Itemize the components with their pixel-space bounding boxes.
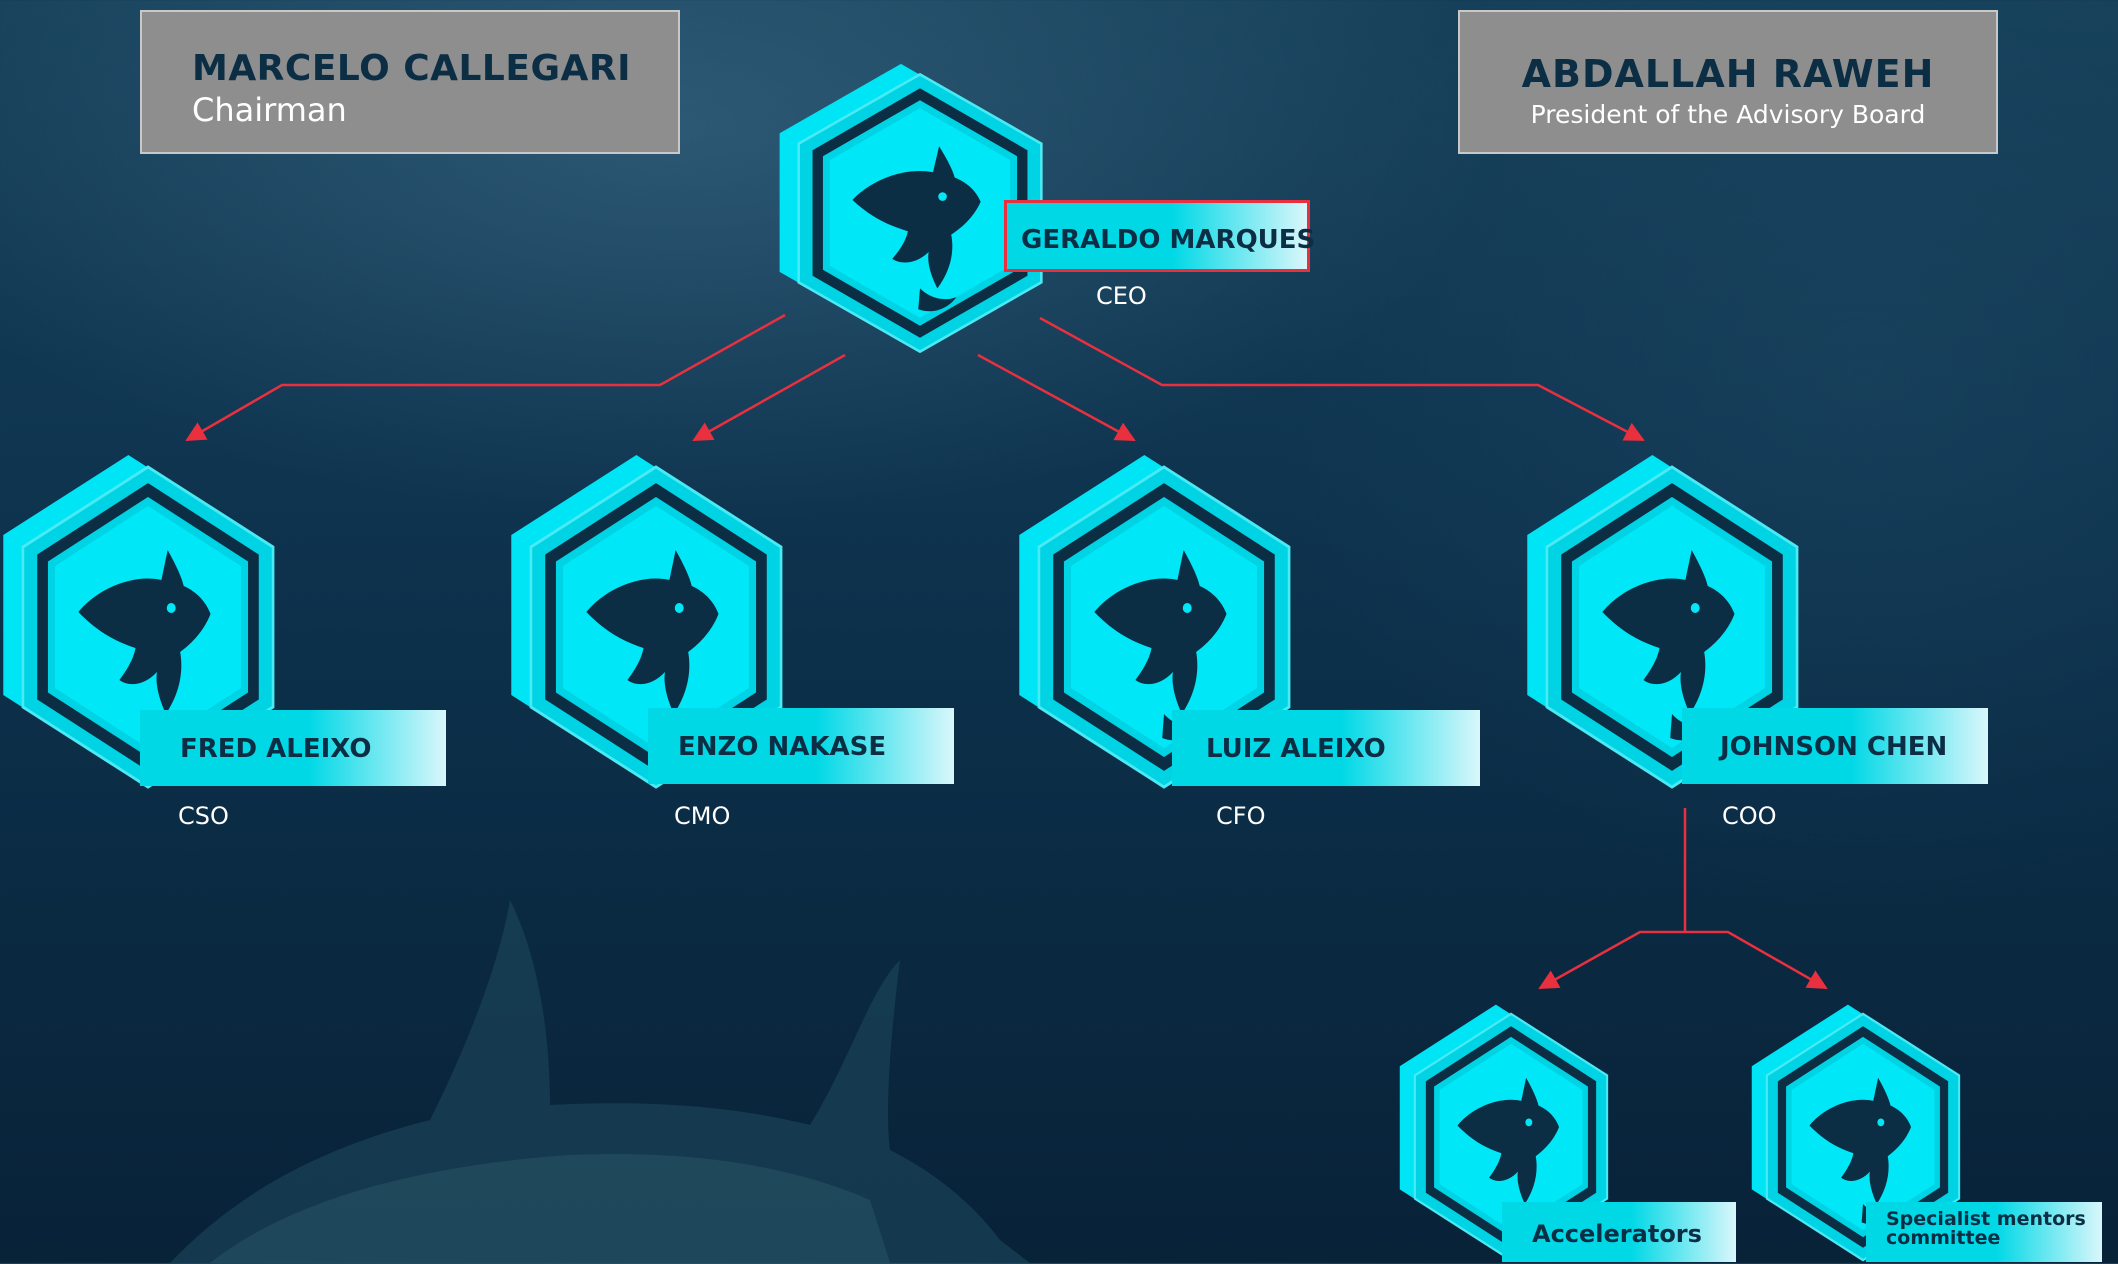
mentors-committee-label: Specialist mentors committee	[1866, 1202, 2102, 1262]
cfo-name-label: LUIZ ALEIXO	[1172, 710, 1480, 786]
coo-name-label: JOHNSON CHEN	[1682, 708, 1988, 784]
background-shark-image	[170, 900, 1030, 1263]
org-node-cso	[3, 455, 282, 792]
connector-ceo-coo	[1039, 316, 1645, 442]
advisory-president-role: President of the Advisory Board	[1530, 100, 1926, 129]
cfo-role: CFO	[1216, 802, 1266, 830]
connector-ceo-cfo	[977, 353, 1136, 442]
hexagon-badge-icon	[511, 455, 783, 789]
connector-coo-mentors	[1685, 930, 1828, 990]
org-node-cmo	[511, 455, 790, 792]
chairman-name: MARCELO CALLEGARI	[192, 48, 631, 89]
connector-ceo-cmo	[692, 353, 846, 442]
chairman-role: Chairman	[192, 91, 347, 129]
shark-logo-icon	[852, 146, 981, 312]
org-node-mentors-committee	[1751, 1004, 1966, 1264]
coo-role: COO	[1722, 802, 1777, 830]
accelerators-label: Accelerators	[1502, 1202, 1736, 1262]
connector-coo-accelerators	[1538, 930, 1685, 990]
advisory-president-name: ABDALLAH RAWEH	[1521, 52, 1935, 96]
ceo-name-label: GERALDO MARQUES	[1004, 200, 1315, 272]
connector-ceo-cso	[185, 313, 786, 442]
hexagon-badge-icon	[1527, 455, 1799, 789]
org-node-coo	[1527, 455, 1806, 792]
advisory-board-box: ABDALLAH RAWEH President of the Advisory…	[1458, 10, 1998, 154]
hexagon-badge-icon	[1751, 1004, 1961, 1262]
org-node-accelerators	[1399, 1004, 1614, 1264]
ceo-role: CEO	[1096, 282, 1147, 310]
hexagon-badge-icon	[779, 63, 1043, 354]
org-node-cfo	[1019, 455, 1298, 792]
hexagon-badge-icon	[3, 455, 275, 789]
org-node-ceo	[779, 63, 1050, 356]
cso-role: CSO	[178, 802, 229, 830]
cmo-role: CMO	[674, 802, 731, 830]
chairman-box: MARCELO CALLEGARI Chairman	[140, 10, 680, 154]
cso-name-label: FRED ALEIXO	[140, 710, 446, 786]
hexagon-badge-icon	[1399, 1004, 1609, 1262]
hexagon-badge-icon	[1019, 455, 1291, 789]
cmo-name-label: ENZO NAKASE	[648, 708, 954, 784]
